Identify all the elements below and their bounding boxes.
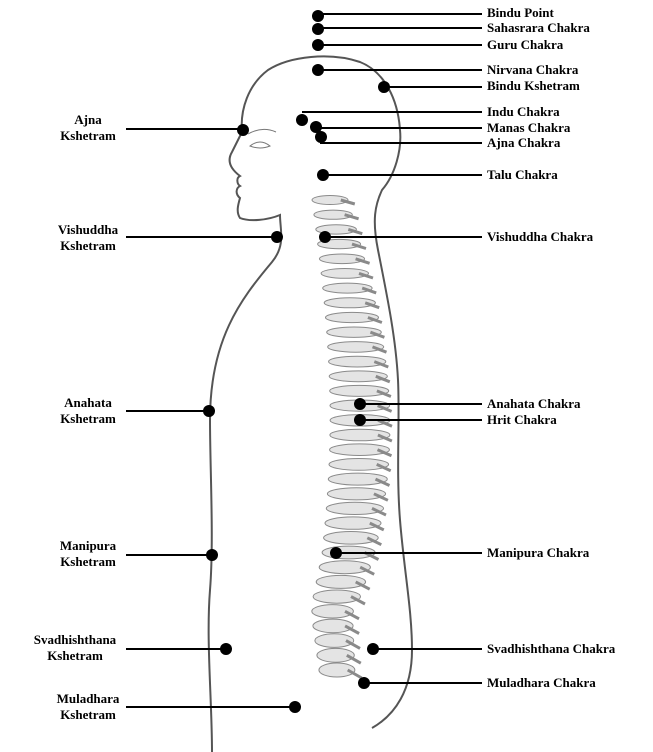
- label-guru-chakra: Guru Chakra: [487, 37, 563, 53]
- dot-indu-chakra: [296, 114, 308, 126]
- label-manipura-kshetram-line2: Kshetram: [38, 554, 138, 570]
- label-sahasrara-chakra: Sahasrara Chakra: [487, 20, 590, 36]
- label-indu-chakra: Indu Chakra: [487, 104, 560, 120]
- label-vishuddha-kshetram-line2: Kshetram: [38, 238, 138, 254]
- spine: [312, 196, 392, 679]
- label-manipura-kshetram: Manipura Kshetram: [38, 538, 138, 570]
- label-manas-chakra: Manas Chakra: [487, 120, 570, 136]
- label-ajna-kshetram-line1: Ajna: [38, 112, 138, 128]
- dot-anahata-kshetram: [203, 405, 215, 417]
- dot-svadhishthana-kshetram: [220, 643, 232, 655]
- dot-manipura-kshetram: [206, 549, 218, 561]
- dot-bindu-point: [312, 10, 324, 22]
- label-hrit-chakra: Hrit Chakra: [487, 412, 557, 428]
- dot-talu-chakra: [317, 169, 329, 181]
- dot-vishuddha-chakra: [319, 231, 331, 243]
- label-manipura-kshetram-line1: Manipura: [38, 538, 138, 554]
- label-nirvana-chakra: Nirvana Chakra: [487, 62, 578, 78]
- label-muladhara-chakra: Muladhara Chakra: [487, 675, 596, 691]
- eyebrow: [248, 129, 276, 134]
- label-vishuddha-kshetram-line1: Vishuddha: [38, 222, 138, 238]
- left-pointers: [126, 124, 301, 713]
- dot-sahasrara-chakra: [312, 23, 324, 35]
- label-anahata-kshetram-line1: Anahata: [38, 395, 138, 411]
- label-svadhishthana-kshetram-line2: Kshetram: [10, 648, 140, 664]
- label-muladhara-kshetram: Muladhara Kshetram: [38, 691, 138, 723]
- label-muladhara-kshetram-line2: Kshetram: [38, 707, 138, 723]
- label-manipura-chakra: Manipura Chakra: [487, 545, 589, 561]
- dot-anahata-chakra: [354, 398, 366, 410]
- label-vishuddha-kshetram: Vishuddha Kshetram: [38, 222, 138, 254]
- label-muladhara-kshetram-line1: Muladhara: [38, 691, 138, 707]
- dot-ajna-kshetram: [237, 124, 249, 136]
- right-pointers: [296, 10, 482, 689]
- label-ajna-chakra: Ajna Chakra: [487, 135, 560, 151]
- dot-ajna-chakra: [315, 131, 327, 143]
- label-svadhishthana-chakra: Svadhishthana Chakra: [487, 641, 615, 657]
- dot-guru-chakra: [312, 39, 324, 51]
- dot-hrit-chakra: [354, 414, 366, 426]
- dot-nirvana-chakra: [312, 64, 324, 76]
- label-ajna-kshetram-line2: Kshetram: [38, 128, 138, 144]
- label-bindu-point: Bindu Point: [487, 5, 554, 21]
- label-anahata-kshetram-line2: Kshetram: [38, 411, 138, 427]
- dot-bindu-kshetram: [378, 81, 390, 93]
- dot-vishuddha-kshetram: [271, 231, 283, 243]
- eye: [250, 142, 270, 148]
- dot-muladhara-kshetram: [289, 701, 301, 713]
- label-anahata-kshetram: Anahata Kshetram: [38, 395, 138, 427]
- label-svadhishthana-kshetram-line1: Svadhishthana: [10, 632, 140, 648]
- label-svadhishthana-kshetram: Svadhishthana Kshetram: [10, 632, 140, 664]
- dot-muladhara-chakra: [358, 677, 370, 689]
- label-anahata-chakra: Anahata Chakra: [487, 396, 581, 412]
- label-vishuddha-chakra: Vishuddha Chakra: [487, 229, 593, 245]
- dot-svadhishthana-chakra: [367, 643, 379, 655]
- label-talu-chakra: Talu Chakra: [487, 167, 558, 183]
- dot-manipura-chakra: [330, 547, 342, 559]
- label-ajna-kshetram: Ajna Kshetram: [38, 112, 138, 144]
- label-bindu-kshetram: Bindu Kshetram: [487, 78, 580, 94]
